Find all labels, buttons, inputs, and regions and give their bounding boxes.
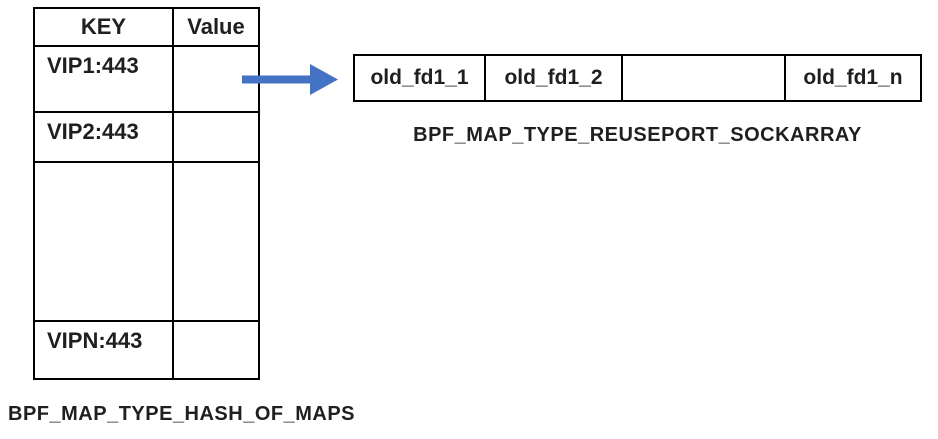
table-row-value-vip1: [174, 47, 258, 113]
sockarray-cell-old-fd1-2: old_fd1_2: [486, 56, 623, 100]
flow-arrow-head: [310, 64, 338, 95]
table-row-key-vipn: VIPN:443: [35, 322, 174, 378]
flow-arrow-icon: [242, 64, 338, 95]
table-row-key-vip1: VIP1:443: [35, 47, 174, 113]
table-row-value-vip2: [174, 113, 258, 163]
hash-of-maps-caption: BPF_MAP_TYPE_HASH_OF_MAPS: [8, 403, 356, 425]
reuseport-sockarray-caption: BPF_MAP_TYPE_REUSEPORT_SOCKARRAY: [413, 124, 862, 146]
table-header-key: KEY: [35, 9, 174, 47]
flow-arrow-body: [242, 75, 314, 84]
hash-of-maps-table: KEY Value VIP1:443 VIP2:443 VIPN:443: [33, 7, 260, 380]
table-header-value: Value: [174, 9, 258, 47]
sockarray-cell-old-fd1-n: old_fd1_n: [803, 66, 903, 89]
table-row-value-empty: [174, 163, 258, 322]
table-row-key-vip2: VIP2:443: [35, 113, 174, 163]
sockarray-cell-empty: [623, 56, 786, 100]
sockarray-cell-old-fd1-1: old_fd1_1: [355, 56, 486, 100]
table-row-key-empty: [35, 163, 174, 322]
reuseport-sockarray: old_fd1_1 old_fd1_2 old_fd1_n: [353, 54, 922, 102]
table-row-value-vipn: [174, 322, 258, 378]
